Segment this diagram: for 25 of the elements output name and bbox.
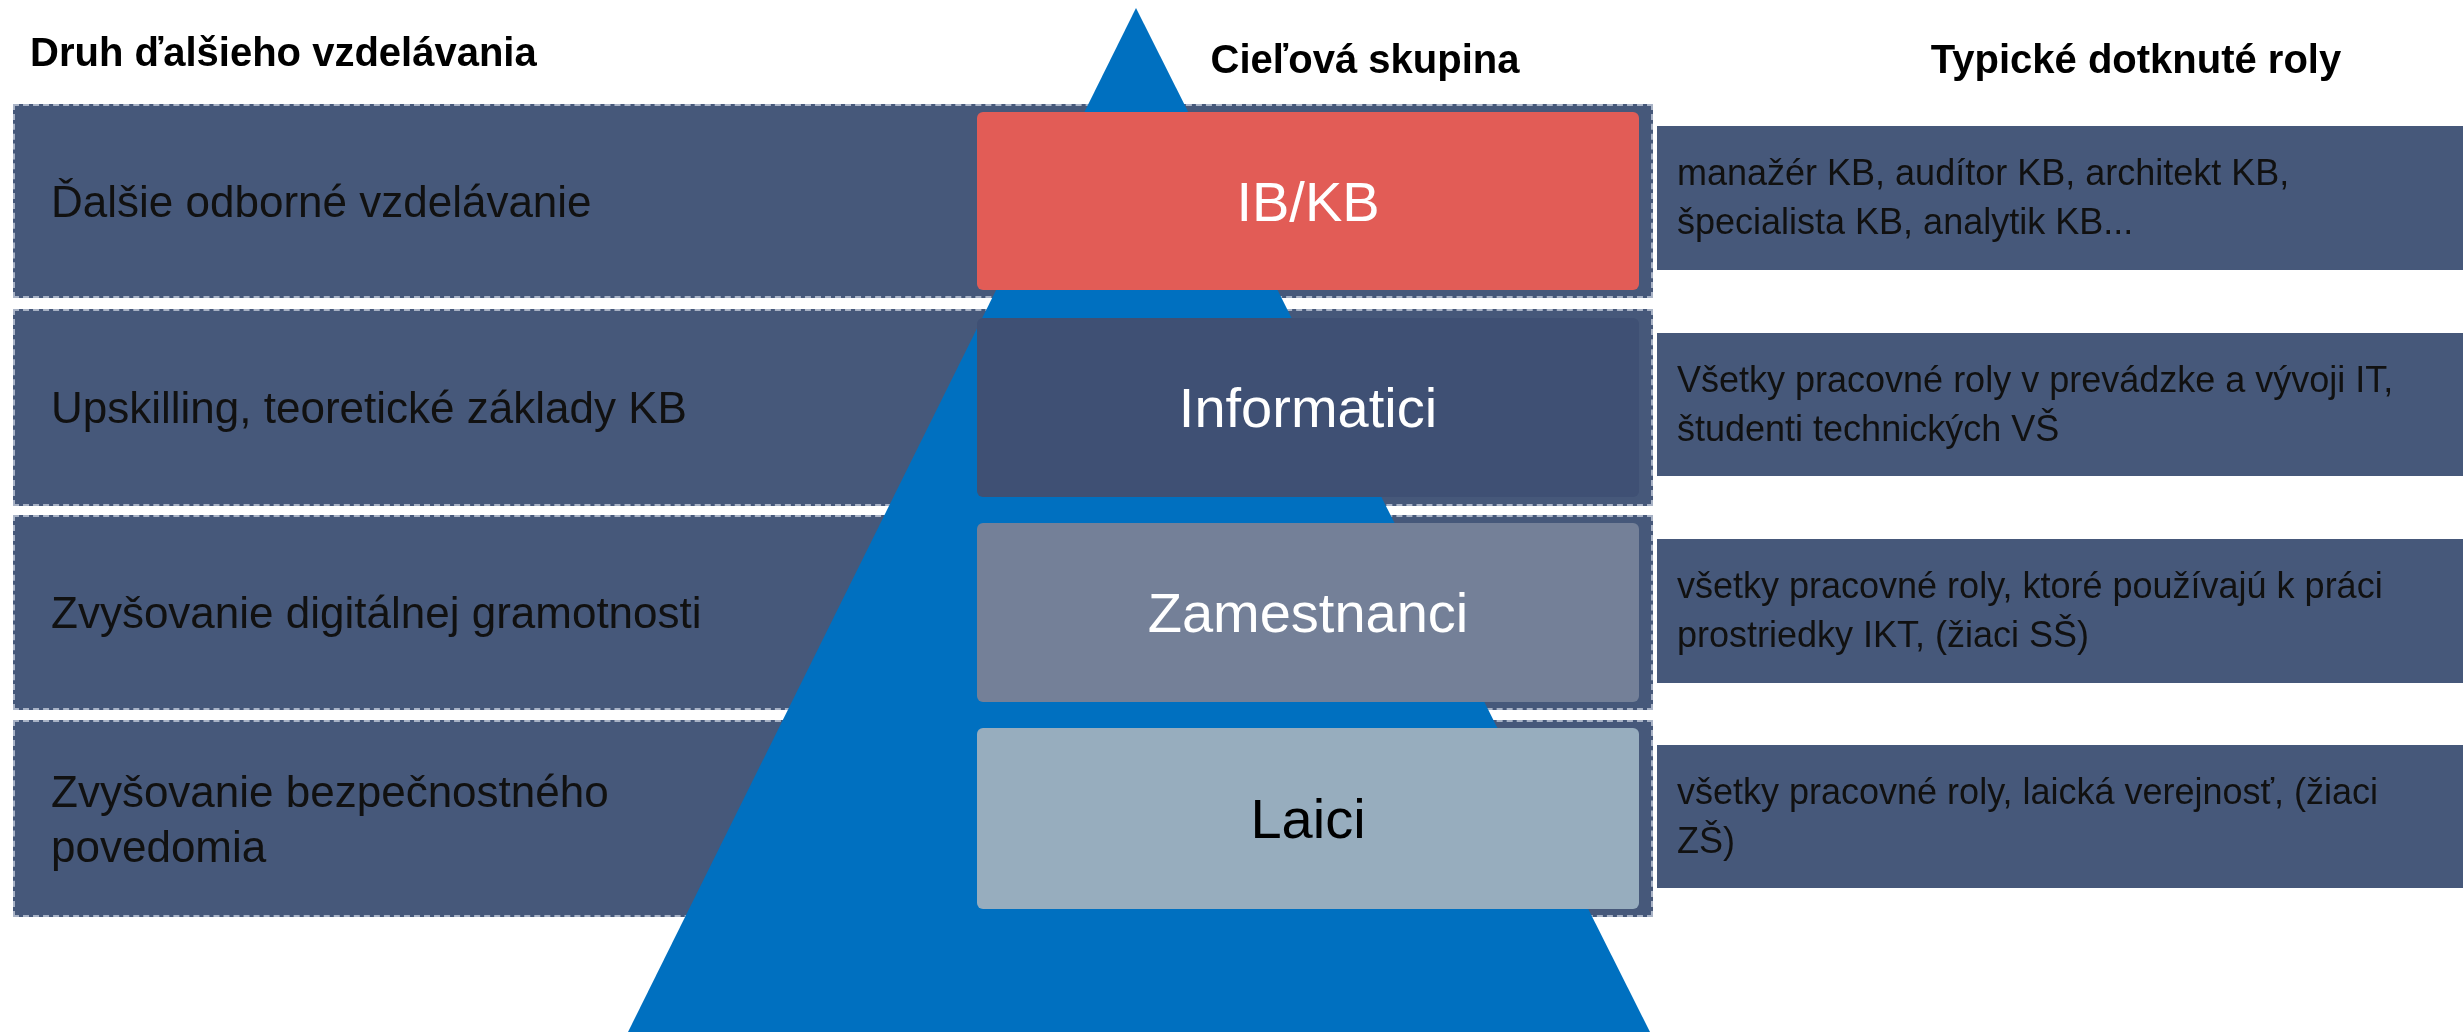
roles-box (1657, 745, 2463, 888)
target-group-box (977, 728, 1639, 909)
roles-box (1657, 126, 2463, 270)
group-label: Laici (1250, 786, 1366, 851)
band-text: Ďalšie odborné vzdelávanie (51, 175, 592, 228)
roles-text: manažér KB, audítor KB, architekt KB, špecialista KB, analytik KB... (1677, 151, 2291, 244)
target-group-box (977, 318, 1639, 497)
column-heading: Druh ďalšieho vzdelávania (30, 30, 537, 75)
group-label: Informatici (1178, 375, 1438, 440)
roles-text: Všetky pracovné roly v prevádzke a vývoji IT, študenti technických VŠ (1677, 357, 2395, 451)
column-heading: Cieľová skupina (1210, 37, 1520, 82)
group-label: Zamestnanci (1147, 580, 1469, 645)
roles-text: všetky pracovné roly, laická verejnosť, (žiaci ZŠ) (1677, 769, 2380, 863)
column-heading: Typické dotknuté roly (1930, 37, 2342, 82)
band-text: Zvyšovanie digitálnej gramotnosti (51, 587, 702, 639)
education-band (13, 104, 1653, 298)
roles-box (1657, 539, 2463, 683)
band-text: Upskilling, teoretické základy KB (51, 382, 687, 434)
roles-text: všetky pracovné roly, ktoré používajú k práci prostriedky IKT, (žiaci SŠ) (1677, 564, 2384, 657)
roles-box (1657, 333, 2463, 476)
band-text: Zvyšovanie bezpečnostného povedomia (51, 765, 610, 873)
target-group-box (977, 112, 1639, 290)
education-band (13, 309, 1653, 506)
target-group-box (977, 523, 1639, 702)
group-label: IB/KB (1236, 168, 1380, 234)
